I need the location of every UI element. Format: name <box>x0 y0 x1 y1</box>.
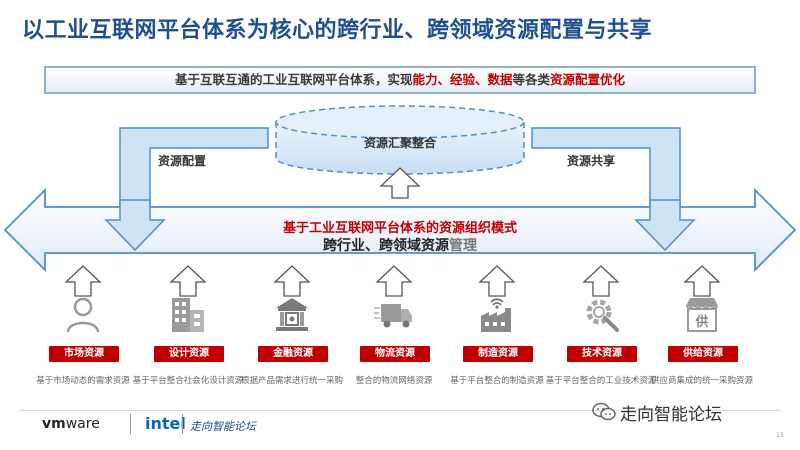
resource-desc: 整合的物流网络资源 <box>355 376 433 386</box>
subtitle-banner: 基于互联互通的工业互联网平台体系，实现能力、经验、数据等各类资源配置优化 <box>44 66 756 94</box>
resource-desc: 根据产品需求进行统一采购 <box>240 376 343 386</box>
band-subtitle-main: 跨行业、跨领域资源 <box>323 238 449 254</box>
resource-up-arrow <box>375 265 413 297</box>
footer-separator <box>182 414 183 434</box>
resource-tag: 物流资源 <box>360 346 430 362</box>
forum-logo: 走向智能论坛 <box>190 420 256 433</box>
resource-tag: 金融资源 <box>258 346 328 362</box>
vmware-logo-bold: vm <box>42 416 66 432</box>
vmware-logo: vmware <box>42 416 100 432</box>
subtitle-text-2: 等各类 <box>512 72 551 87</box>
factory-icon <box>477 294 517 334</box>
footer-divider <box>20 410 780 411</box>
hub-up-arrow <box>379 167 421 199</box>
wechat-account-name: 走向智能论坛 <box>620 405 722 425</box>
truck-icon <box>374 294 414 334</box>
resource-up-arrow <box>582 265 620 297</box>
subtitle-text-1: 基于互联互通的工业互联网平台体系，实现 <box>174 72 413 87</box>
resource-up-arrow <box>169 265 207 297</box>
right-arrow-label: 资源共享 <box>567 154 616 168</box>
double-arrow-band <box>3 187 797 273</box>
page-title: 以工业互联网平台体系为核心的跨行业、跨领域资源配置与共享 <box>22 18 653 43</box>
vmware-logo-rest: ware <box>65 416 100 432</box>
band-subtitle-tail: 管理 <box>449 238 477 254</box>
resource-desc: 基于平台整合的工业技术资源 <box>545 376 657 386</box>
resource-hub-cylinder <box>275 105 525 175</box>
resource-desc: 基于平台整合的制造资源 <box>450 376 544 386</box>
band-subtitle: 跨行业、跨领域资源管理 <box>0 235 800 255</box>
wechat-icon <box>592 402 616 426</box>
resource-tag: 设计资源 <box>154 346 224 362</box>
bank-icon <box>272 294 312 334</box>
subtitle-highlight-1: 能力、经验、数据 <box>412 72 513 87</box>
resource-desc: 基于市场动态的需求资源 <box>36 376 130 386</box>
band-title: 基于工业互联网平台体系的资源组织模式 <box>282 221 517 236</box>
resource-up-arrow <box>64 265 102 297</box>
resource-desc: 基于平台整合社会化设计资源 <box>132 376 244 386</box>
shop-icon: 供 <box>682 294 722 334</box>
resource-up-arrow <box>478 265 516 297</box>
shop-icon-text: 供 <box>694 314 708 330</box>
resource-up-arrow <box>683 265 721 297</box>
page-number: 13 <box>776 432 784 439</box>
resource-desc: 供应商集成的统一采购资源 <box>650 376 753 386</box>
footer-separator <box>130 414 131 434</box>
resource-tag: 市场资源 <box>49 346 119 362</box>
subtitle-highlight-2: 资源配置优化 <box>550 72 626 87</box>
gear-wrench-icon <box>581 294 621 334</box>
left-arrow-label: 资源配置 <box>158 154 207 168</box>
resource-tag: 供给资源 <box>668 346 738 362</box>
resource-up-arrow <box>273 265 311 297</box>
hub-label: 资源汇聚整合 <box>363 136 436 150</box>
person-icon <box>63 294 103 334</box>
resource-tag: 技术资源 <box>567 346 637 362</box>
building-icon <box>168 294 208 334</box>
intel-logo: intel <box>145 414 186 433</box>
resource-tag: 制造资源 <box>463 346 533 362</box>
